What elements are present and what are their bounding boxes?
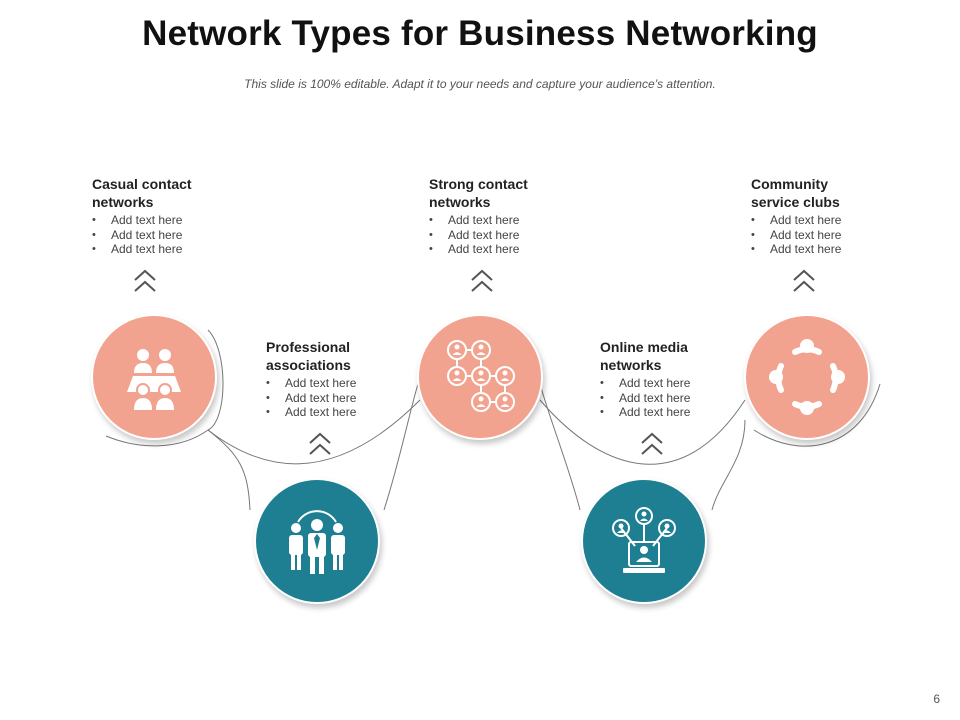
circle-strong-contact bbox=[417, 314, 543, 440]
circle-community-service bbox=[744, 314, 870, 440]
bullet-item: Add text here bbox=[751, 242, 901, 257]
conference-table-icon bbox=[127, 349, 181, 410]
chevron-up-icon bbox=[641, 432, 663, 455]
item-heading-line2: networks bbox=[429, 194, 491, 210]
chevron-up-icon bbox=[134, 269, 156, 292]
slide-subtitle: This slide is 100% editable. Adapt it to… bbox=[244, 77, 716, 91]
circle-online-media bbox=[581, 478, 707, 604]
bullet-list: Add text here Add text here Add text her… bbox=[751, 213, 901, 257]
item-heading-line2: networks bbox=[600, 357, 662, 373]
item-professional-associations: Professional associations Add text here … bbox=[266, 338, 416, 420]
bullet-item: Add text here bbox=[751, 213, 901, 228]
bullet-item: Add text here bbox=[92, 242, 242, 257]
bullet-item: Add text here bbox=[600, 376, 750, 391]
item-online-media-networks: Online media networks Add text here Add … bbox=[600, 338, 750, 420]
item-strong-contact-networks: Strong contact networks Add text here Ad… bbox=[429, 175, 579, 257]
item-heading-line2: networks bbox=[92, 194, 154, 210]
bullet-item: Add text here bbox=[429, 228, 579, 243]
bullet-item: Add text here bbox=[92, 213, 242, 228]
item-heading-line2: associations bbox=[266, 357, 351, 373]
bullet-item: Add text here bbox=[600, 391, 750, 406]
circle-of-people-icon bbox=[769, 339, 845, 415]
people-network-icon bbox=[447, 340, 515, 412]
chevron-up-icon bbox=[309, 432, 331, 455]
bullet-item: Add text here bbox=[266, 391, 416, 406]
item-casual-contact-networks: Casual contact networks Add text here Ad… bbox=[92, 175, 242, 257]
page-number: 6 bbox=[933, 692, 940, 706]
bullet-list: Add text here Add text here Add text her… bbox=[429, 213, 579, 257]
bullet-item: Add text here bbox=[429, 242, 579, 257]
item-heading: Community bbox=[751, 176, 828, 192]
bullet-item: Add text here bbox=[751, 228, 901, 243]
item-heading: Casual contact bbox=[92, 176, 192, 192]
bullet-item: Add text here bbox=[266, 376, 416, 391]
item-heading: Strong contact bbox=[429, 176, 528, 192]
bullet-item: Add text here bbox=[266, 405, 416, 420]
bullet-list: Add text here Add text here Add text her… bbox=[600, 376, 750, 420]
circle-casual-contact bbox=[91, 314, 217, 440]
bullet-item: Add text here bbox=[429, 213, 579, 228]
circle-professional-associations bbox=[254, 478, 380, 604]
business-team-icon bbox=[289, 510, 345, 574]
item-heading: Online media bbox=[600, 339, 688, 355]
bullet-list: Add text here Add text here Add text her… bbox=[266, 376, 416, 420]
item-heading: Professional bbox=[266, 339, 351, 355]
bullet-list: Add text here Add text here Add text her… bbox=[92, 213, 242, 257]
item-community-service-clubs: Community service clubs Add text here Ad… bbox=[751, 175, 901, 257]
bullet-item: Add text here bbox=[92, 228, 242, 243]
bullet-item: Add text here bbox=[600, 405, 750, 420]
item-heading-line2: service clubs bbox=[751, 194, 840, 210]
chevron-up-icon bbox=[793, 269, 815, 292]
chevron-up-icon bbox=[471, 269, 493, 292]
slide-title: Network Types for Business Networking bbox=[142, 14, 818, 53]
online-laptop-network-icon bbox=[612, 507, 676, 573]
